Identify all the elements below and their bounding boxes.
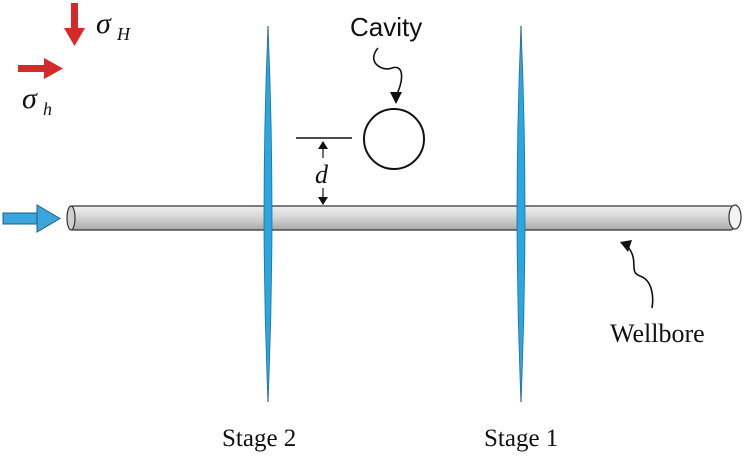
cavity-pointer-icon <box>372 47 403 104</box>
fracture-stage-1 <box>516 25 526 403</box>
min-stress-subscript: h <box>43 99 52 119</box>
cavity-circle <box>363 108 425 170</box>
stage-1-label: Stage 1 <box>484 425 558 452</box>
stage-2-label: Stage 2 <box>222 425 296 452</box>
max-stress-subscript: H <box>116 24 131 44</box>
max-stress-symbol: σ <box>96 7 112 40</box>
max-stress-arrow-icon <box>64 3 85 46</box>
injection-arrow-icon <box>2 204 61 233</box>
distance-dimension <box>296 137 352 205</box>
cavity-label: Cavity <box>350 12 422 42</box>
wellbore-pointer-icon <box>620 240 654 309</box>
wellbore-label: Wellbore <box>610 319 705 348</box>
fracture-stage-2 <box>263 25 273 403</box>
wellbore-pipe <box>66 204 742 231</box>
min-stress-arrow-icon <box>18 58 63 79</box>
min-stress-symbol: σ <box>22 82 38 115</box>
distance-label: d <box>315 160 329 189</box>
